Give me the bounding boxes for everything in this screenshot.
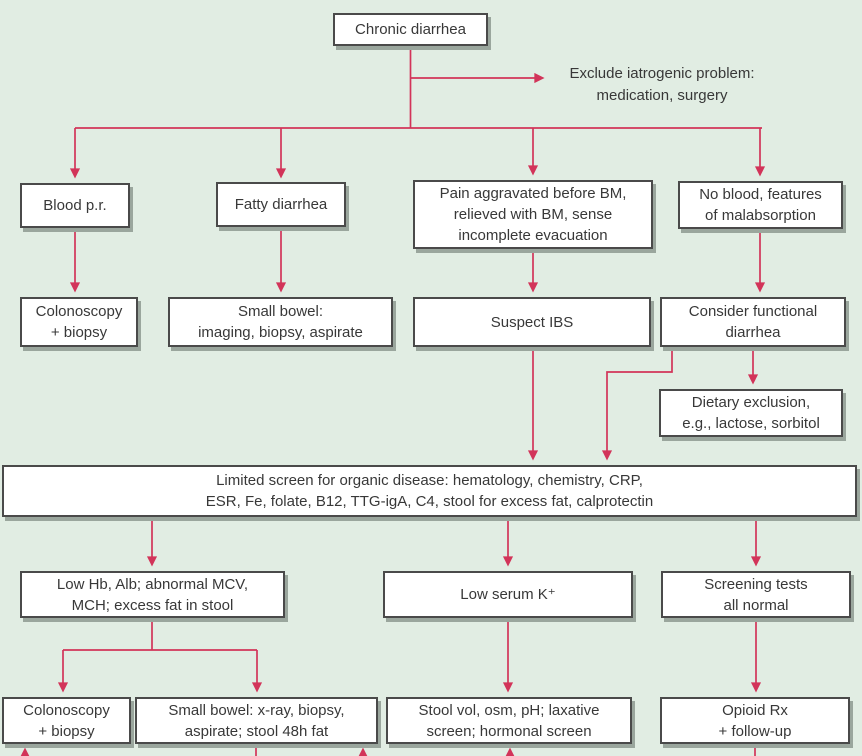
connector-functional-to-screen-elbow	[601, 347, 673, 461]
text-line: Suspect IBS	[490, 313, 574, 331]
node-consider-functional-diarrhea: Consider functional diarrhea	[660, 297, 846, 347]
node-low-hb-alb: Low Hb, Alb; abnormal MCV, MCH; excess fa…	[20, 571, 285, 618]
text-line: Low serum K⁺	[460, 586, 556, 603]
text-line: Consider functional	[688, 303, 818, 320]
text-line: Dietary exclusion,	[691, 394, 811, 411]
node-chronic-diarrhea: Chronic diarrhea	[333, 13, 488, 46]
node-colonoscopy-biopsy-lower: Colonoscopy + biopsy	[2, 697, 131, 744]
node-stool-studies: Stool vol, osm, pH; laxative screen; horm…	[386, 697, 632, 744]
node-opioid-rx: Opioid Rx + follow-up	[660, 697, 850, 744]
text-line: aspirate; stool 48h fat	[184, 722, 329, 740]
text-line: Screening tests	[704, 575, 808, 593]
text-line: Small bowel: x-ray, biopsy,	[168, 701, 345, 719]
text-line: of malabsorption	[705, 207, 816, 224]
text-line: Pain aggravated before BM,	[439, 185, 627, 202]
text-line: imaging, biopsy, aspirate	[198, 324, 363, 341]
text-line: medication, surgery	[596, 87, 728, 104]
text-line: Small bowel:	[237, 303, 324, 320]
text-line: all normal	[723, 596, 789, 614]
text-line: relieved with BM, sense	[453, 206, 613, 223]
text-line: Colonoscopy	[35, 303, 123, 320]
text-line: Chronic diarrhea	[355, 21, 466, 38]
node-screening-normal: Screening tests all normal	[661, 571, 851, 618]
text-line: Low Hb, Alb; abnormal MCV,	[56, 575, 249, 593]
text-line: incomplete evacuation	[458, 227, 608, 244]
text-line: Exclude iatrogenic problem:	[569, 65, 755, 82]
node-blood-pr: Blood p.r.	[20, 183, 130, 228]
text-line: Stool vol, osm, pH; laxative	[418, 701, 600, 719]
text-line: Colonoscopy	[23, 701, 110, 719]
node-pain-before-bm: Pain aggravated before BM, relieved with …	[413, 180, 653, 249]
label-exclude-iatrogenic: Exclude iatrogenic problem: medication, s…	[552, 63, 772, 107]
text-line: Opioid Rx	[722, 701, 788, 719]
node-no-blood-malabsorption: No blood, features of malabsorption	[678, 181, 843, 229]
text-line: MCH; excess fat in stool	[71, 596, 234, 614]
node-colonoscopy-biopsy-upper: Colonoscopy + biopsy	[20, 297, 138, 347]
text-line: ESR, Fe, folate, B12, TTG-igA, C4, stool…	[205, 493, 654, 510]
node-fatty-diarrhea: Fatty diarrhea	[216, 182, 346, 227]
text-line: diarrhea	[725, 324, 781, 341]
text-line: Blood p.r.	[43, 197, 107, 214]
node-suspect-ibs: Suspect IBS	[413, 297, 651, 347]
text-line: + biopsy	[38, 722, 95, 740]
node-limited-screen: Limited screen for organic disease: hema…	[2, 465, 857, 517]
text-line: + follow-up	[718, 722, 792, 740]
text-line: + biopsy	[50, 324, 108, 341]
text-line: No blood, features	[699, 186, 822, 203]
text-line: e.g., lactose, sorbitol	[682, 415, 820, 432]
node-dietary-exclusion: Dietary exclusion, e.g., lactose, sorbito…	[659, 389, 843, 437]
node-small-bowel-xray: Small bowel: x-ray, biopsy, aspirate; sto…	[135, 697, 378, 744]
text-line: Limited screen for organic disease: hema…	[216, 472, 643, 489]
node-low-serum-k: Low serum K⁺	[383, 571, 633, 618]
node-small-bowel-imaging: Small bowel: imaging, biopsy, aspirate	[168, 297, 393, 347]
text-line: Fatty diarrhea	[234, 196, 328, 213]
text-line: screen; hormonal screen	[426, 722, 592, 740]
